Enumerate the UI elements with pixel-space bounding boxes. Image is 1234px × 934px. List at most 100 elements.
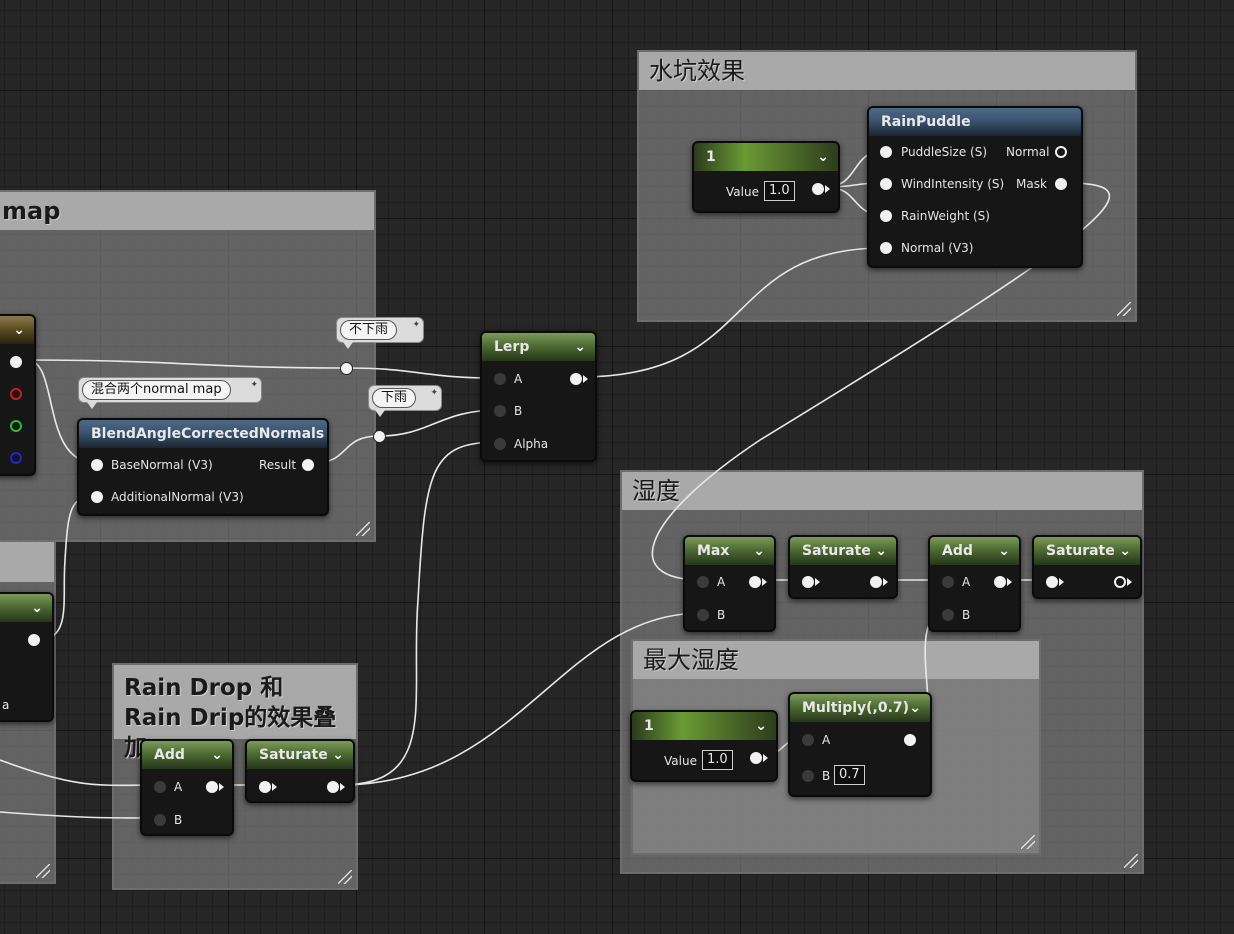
node-lerp[interactable]: Lerp ⌄ A B Alpha — [480, 331, 597, 462]
output-pin[interactable] — [994, 576, 1006, 588]
node-header[interactable]: Max ⌄ — [685, 537, 774, 565]
node-partial-left-top[interactable]: ⌄ — [0, 314, 36, 476]
output-pin[interactable] — [28, 634, 40, 646]
comment-title[interactable]: 水坑效果 — [639, 52, 1135, 90]
node-rainpuddle[interactable]: RainPuddle PuddleSize (S) WindIntensity … — [867, 106, 1083, 268]
input-pin[interactable] — [802, 576, 814, 588]
chevron-down-icon[interactable]: ⌄ — [817, 149, 829, 165]
node-max[interactable]: Max ⌄ A B — [683, 535, 776, 632]
output-pin-r[interactable] — [10, 388, 22, 400]
input-pin-b[interactable] — [154, 814, 166, 826]
output-pin[interactable] — [870, 576, 882, 588]
node-header[interactable]: ⌄ — [0, 316, 34, 344]
chevron-down-icon[interactable]: ⌄ — [13, 322, 25, 338]
pin-icon[interactable]: ✦ — [412, 320, 420, 330]
input-pin-rainweight[interactable] — [880, 210, 892, 222]
node-header[interactable]: ⌄ — [0, 594, 52, 622]
input-pin[interactable] — [1046, 576, 1058, 588]
input-pin-a[interactable] — [154, 781, 166, 793]
node-constant-max[interactable]: 1 ⌄ Value 1.0 — [630, 710, 778, 782]
node-header[interactable]: Saturate ⌄ — [1034, 537, 1140, 565]
chevron-down-icon[interactable]: ⌄ — [875, 543, 887, 559]
output-pin-mask[interactable] — [1055, 178, 1067, 190]
node-saturate-1[interactable]: Saturate ⌄ — [788, 535, 898, 599]
node-header[interactable]: Add ⌄ — [142, 741, 232, 769]
node-partial-left-mid[interactable]: ⌄ a — [0, 592, 54, 722]
input-pin-additionalnormal[interactable] — [91, 491, 103, 503]
output-pin[interactable] — [10, 356, 22, 368]
output-pin-result[interactable] — [302, 459, 314, 471]
node-saturate-2[interactable]: Saturate ⌄ — [1032, 535, 1142, 599]
input-pin-puddlesize[interactable] — [880, 146, 892, 158]
input-pin-windintensity[interactable] — [880, 178, 892, 190]
resize-grip-icon[interactable] — [356, 522, 370, 536]
node-header[interactable]: Saturate ⌄ — [790, 537, 896, 565]
output-pin[interactable] — [750, 752, 762, 764]
output-pin-normal[interactable] — [1055, 146, 1067, 158]
output-pin[interactable] — [904, 734, 916, 746]
chevron-down-icon[interactable]: ⌄ — [753, 543, 765, 559]
output-pin[interactable] — [812, 183, 824, 195]
input-pin-alpha[interactable] — [494, 438, 506, 450]
node-multiply[interactable]: Multiply(,0.7) ⌄ A B 0.7 — [788, 692, 932, 797]
node-header[interactable]: Multiply(,0.7) ⌄ — [790, 694, 930, 722]
chevron-down-icon[interactable]: ⌄ — [332, 747, 344, 763]
b-value-input[interactable]: 0.7 — [834, 765, 865, 785]
input-pin-b[interactable] — [494, 405, 506, 417]
comment-title[interactable] — [0, 542, 54, 582]
node-header[interactable]: RainPuddle — [869, 108, 1081, 136]
chevron-down-icon[interactable]: ⌄ — [31, 600, 43, 616]
comment-bubble-rain[interactable]: 下雨 ✦ — [368, 385, 442, 417]
input-pin-a[interactable] — [802, 734, 814, 746]
pin-icon[interactable]: ✦ — [430, 388, 438, 398]
chevron-down-icon[interactable]: ⌄ — [574, 339, 586, 355]
bubble-text[interactable]: 不下雨 — [340, 320, 398, 340]
output-pin-g[interactable] — [10, 420, 22, 432]
input-pin-a[interactable] — [494, 373, 506, 385]
chevron-down-icon[interactable]: ⌄ — [211, 747, 223, 763]
node-header[interactable]: Lerp ⌄ — [482, 333, 595, 361]
chevron-down-icon[interactable]: ⌄ — [1119, 543, 1131, 559]
chevron-down-icon[interactable]: ⌄ — [909, 700, 921, 716]
comment-title[interactable]: Rain Drop 和 Rain Drip的效果叠加 — [114, 665, 356, 761]
node-saturate-3[interactable]: Saturate ⌄ — [245, 739, 355, 803]
comment-title[interactable]: 最大湿度 — [633, 641, 1039, 679]
resize-grip-icon[interactable] — [1124, 854, 1138, 868]
input-pin-a[interactable] — [942, 576, 954, 588]
node-header[interactable]: BlendAngleCorrectedNormals — [79, 420, 327, 448]
input-pin-b[interactable] — [942, 609, 954, 621]
node-header[interactable]: Add ⌄ — [930, 537, 1019, 565]
node-header[interactable]: 1 ⌄ — [694, 143, 838, 171]
node-header[interactable]: 1 ⌄ — [632, 712, 776, 740]
resize-grip-icon[interactable] — [1117, 302, 1131, 316]
reroute-node-rain[interactable] — [373, 430, 386, 443]
pin-icon[interactable]: ✦ — [250, 380, 258, 390]
bubble-text[interactable]: 下雨 — [372, 388, 417, 408]
output-pin[interactable] — [570, 373, 582, 385]
input-pin-b[interactable] — [802, 770, 814, 782]
comment-bubble-no-rain[interactable]: 不下雨 ✦ — [336, 317, 424, 349]
output-pin[interactable] — [206, 781, 218, 793]
reroute-node-no-rain[interactable] — [340, 362, 353, 375]
node-constant-top[interactable]: 1 ⌄ Value 1.0 — [692, 141, 840, 213]
output-pin[interactable] — [327, 781, 339, 793]
value-input[interactable]: 1.0 — [764, 181, 795, 201]
value-input[interactable]: 1.0 — [702, 750, 733, 770]
comment-title[interactable]: map — [0, 192, 374, 230]
input-pin[interactable] — [259, 781, 271, 793]
node-header[interactable]: Saturate ⌄ — [247, 741, 353, 769]
resize-grip-icon[interactable] — [338, 870, 352, 884]
input-pin-b[interactable] — [697, 609, 709, 621]
chevron-down-icon[interactable]: ⌄ — [998, 543, 1010, 559]
resize-grip-icon[interactable] — [36, 864, 50, 878]
node-add-rain[interactable]: Add ⌄ A B — [140, 739, 234, 836]
input-pin-basenormal[interactable] — [91, 459, 103, 471]
output-pin-b[interactable] — [10, 452, 22, 464]
resize-grip-icon[interactable] — [1021, 835, 1035, 849]
node-add-humidity[interactable]: Add ⌄ A B — [928, 535, 1021, 632]
output-pin[interactable] — [1114, 576, 1126, 588]
bubble-text[interactable]: 混合两个normal map — [82, 380, 231, 400]
input-pin-normal[interactable] — [880, 242, 892, 254]
input-pin-a[interactable] — [697, 576, 709, 588]
chevron-down-icon[interactable]: ⌄ — [755, 718, 767, 734]
